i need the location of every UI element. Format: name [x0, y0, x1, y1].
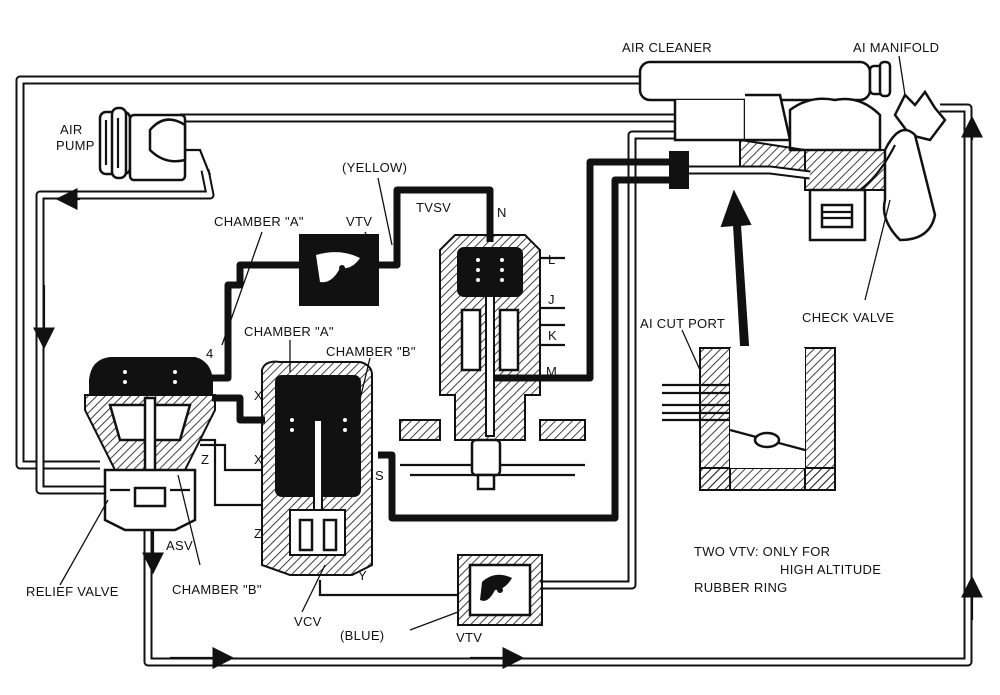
- label-check-valve: CHECK VALVE: [802, 310, 894, 325]
- label-vcv: VCV: [294, 614, 322, 629]
- label-m: M: [546, 364, 557, 379]
- label-l: L: [548, 252, 555, 267]
- label-x1: X: [254, 388, 263, 403]
- label-blue: (BLUE): [340, 628, 384, 643]
- vacuum-line-vtv-tvsv: [378, 186, 494, 269]
- ai-cut-port: [662, 347, 836, 491]
- label-vtv-top: VTV: [346, 214, 372, 229]
- label-z1: Z: [201, 452, 209, 467]
- label-chamber-a-top: CHAMBER "A": [214, 214, 304, 229]
- label-air-pump-1: AIR: [60, 122, 83, 137]
- labels: AIR CLEANER AI MANIFOLD AIR PUMP (YELLOW…: [26, 40, 939, 645]
- vtv-top: [299, 234, 379, 306]
- label-k: K: [548, 328, 557, 343]
- vacuum-line-z: [200, 438, 262, 507]
- label-4: 4: [206, 346, 213, 361]
- note-line-2: HIGH ALTITUDE: [780, 562, 881, 577]
- leader-lines: [59, 55, 906, 631]
- air-pump: [98, 106, 212, 182]
- label-x2: X: [254, 452, 263, 467]
- label-chamber-a-mid: CHAMBER "A": [244, 324, 334, 339]
- label-chamber-b-low: CHAMBER "B": [172, 582, 262, 597]
- label-asv: ASV: [166, 538, 193, 553]
- note-line-1: TWO VTV: ONLY FOR: [694, 544, 830, 559]
- cleaner-to-pump-hose: [180, 100, 695, 123]
- label-z2: Z: [254, 526, 262, 541]
- vacuum-line-s-port: [378, 176, 680, 522]
- air-cleaner: [638, 60, 892, 142]
- airflow-arrow: [720, 189, 752, 346]
- label-air-cleaner: AIR CLEANER: [622, 40, 712, 55]
- vacuum-line-y: [318, 580, 458, 597]
- label-n: N: [497, 205, 506, 220]
- label-j: J: [548, 292, 555, 307]
- label-ai-manifold: AI MANIFOLD: [853, 40, 939, 55]
- label-s: S: [375, 468, 384, 483]
- asv: [84, 357, 216, 532]
- label-tvsv: TVSV: [416, 200, 451, 215]
- label-air-pump-2: PUMP: [56, 138, 95, 153]
- vacuum-lines: [200, 158, 680, 597]
- vtv-bottom: [457, 554, 543, 626]
- tvsv: [399, 234, 586, 491]
- label-chamber-b-mid: CHAMBER "B": [326, 344, 416, 359]
- vacuum-line-x: [212, 394, 265, 424]
- vcv: [261, 360, 373, 576]
- label-yellow: (YELLOW): [342, 160, 407, 175]
- label-relief-valve: RELIEF VALVE: [26, 584, 119, 599]
- vacuum-line-x2: [200, 443, 262, 472]
- engine-head: [669, 89, 947, 242]
- note-line-3: RUBBER RING: [694, 580, 788, 595]
- label-vtv-bottom: VTV: [456, 630, 482, 645]
- label-y: Y: [358, 568, 367, 583]
- label-ai-cut-port: AI CUT PORT: [640, 316, 725, 331]
